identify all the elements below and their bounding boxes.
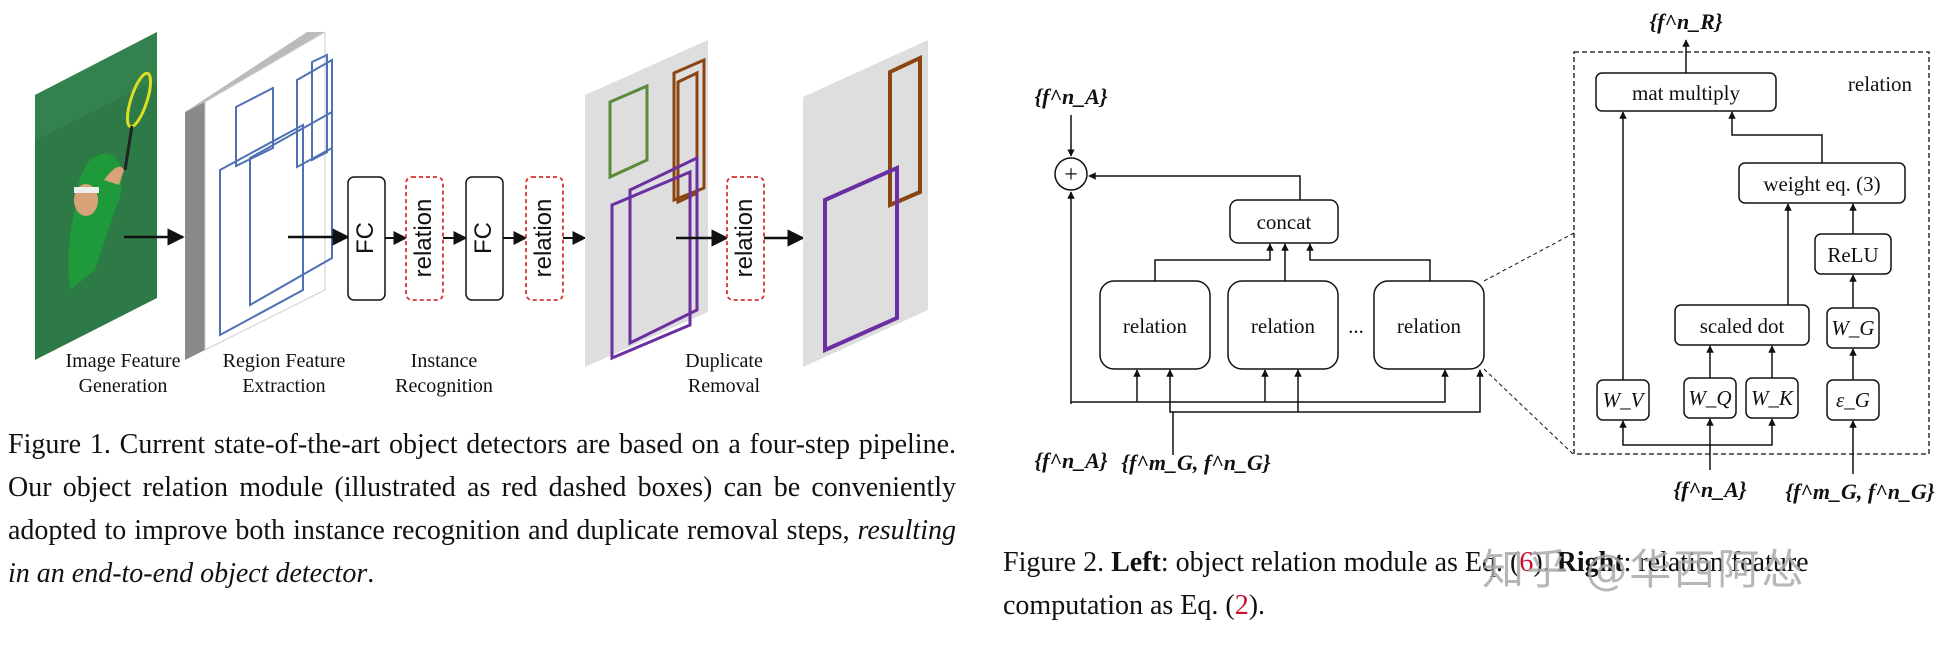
- relation-label: relation: [731, 199, 758, 278]
- weight-box: weight eq. (3): [1738, 162, 1906, 204]
- svg-text:W_K: W_K: [1751, 386, 1794, 410]
- fc-block-2: FC: [465, 176, 504, 301]
- caption-text: ).: [1248, 590, 1266, 621]
- svg-text:scaled dot: scaled dot: [1700, 314, 1785, 338]
- figure-2-right: {f^n_R} relation mat multiply weight eq.…: [1573, 9, 1935, 504]
- figure-2-left: {f^n_A} + concat relation relation ... r…: [1034, 84, 1575, 475]
- relation-block-1: relation: [405, 176, 444, 301]
- caption-text: Figure 1. Current state-of-the-art objec…: [8, 429, 956, 546]
- caption-bold: Right: [1556, 547, 1624, 578]
- relation-box-2: relation: [1227, 280, 1339, 370]
- step-label-line1: Region Feature: [223, 350, 346, 372]
- concat-box: concat: [1229, 199, 1339, 244]
- detection-image-1: [585, 40, 708, 367]
- feature-map: [185, 31, 333, 360]
- svg-text:mat multiply: mat multiply: [1632, 81, 1740, 105]
- wg-box: W_G: [1826, 307, 1880, 349]
- fA-input-label: {f^n_A}: [1673, 477, 1746, 502]
- caption-bold: Left: [1111, 547, 1161, 578]
- relation-block-2: relation: [525, 176, 564, 301]
- step-label-line2: Removal: [688, 375, 761, 397]
- fA-bottom-label: {f^n_A}: [1034, 448, 1107, 473]
- caption-text: ).: [1533, 547, 1557, 578]
- wk-box: W_K: [1745, 377, 1799, 419]
- svg-text:concat: concat: [1257, 210, 1312, 234]
- fc-label: FC: [352, 222, 379, 254]
- figure-1-caption: Figure 1. Current state-of-the-art objec…: [8, 423, 956, 595]
- relu-box: ReLU: [1814, 233, 1892, 275]
- step-label-line2: Generation: [79, 375, 168, 397]
- step-label-line1: Duplicate: [685, 350, 763, 372]
- relation-box-3: relation: [1373, 280, 1485, 370]
- svg-text:relation: relation: [1123, 314, 1188, 338]
- equation-ref-link: 6: [1519, 547, 1534, 578]
- mat-multiply-box: mat multiply: [1595, 72, 1777, 112]
- scaled-dot-box: scaled dot: [1674, 304, 1810, 346]
- ellipsis: ...: [1348, 314, 1364, 338]
- svg-text:W_V: W_V: [1603, 388, 1646, 412]
- step-label-line2: Extraction: [242, 375, 325, 397]
- equation-ref-link: 2: [1234, 590, 1249, 621]
- relation-block-3: relation: [726, 176, 765, 301]
- relation-label: relation: [410, 199, 437, 278]
- caption-text: : object relation module as Eq. (: [1160, 547, 1520, 578]
- wq-box: W_Q: [1683, 377, 1737, 419]
- sum-node: +: [1054, 157, 1088, 191]
- step-label-line1: Instance: [411, 350, 478, 372]
- svg-text:weight eq. (3): weight eq. (3): [1763, 172, 1880, 196]
- step-label-line2: Recognition: [395, 375, 493, 397]
- fG-bottom-label: {f^m_G, f^n_G}: [1121, 450, 1271, 475]
- figure-1: FC relation FC relation: [35, 31, 928, 397]
- svg-text:+: +: [1064, 162, 1078, 188]
- relation-title: relation: [1848, 72, 1913, 96]
- watermark: 知乎 @华西阿怂: [1482, 545, 1806, 594]
- caption-text: : relation feature computation as Eq. (: [1003, 547, 1809, 621]
- figure-2-caption: Figure 2. Left: object relation module a…: [1003, 541, 1943, 627]
- step-label-line1: Image Feature: [66, 350, 181, 372]
- svg-text:W_G: W_G: [1831, 316, 1874, 340]
- player-image: [35, 32, 157, 360]
- svg-text:relation: relation: [1251, 314, 1316, 338]
- relation-label: relation: [530, 199, 557, 278]
- eg-box: ε_G: [1826, 379, 1880, 421]
- fR-label: {f^n_R}: [1649, 9, 1722, 34]
- relation-box-1: relation: [1099, 280, 1211, 370]
- fA-top-label: {f^n_A}: [1034, 84, 1107, 109]
- svg-text:ReLU: ReLU: [1827, 243, 1878, 267]
- svg-text:W_Q: W_Q: [1688, 386, 1731, 410]
- caption-emphasis: resulting in an end-to-end object detect…: [8, 515, 956, 589]
- fc-label: FC: [470, 222, 497, 254]
- svg-text:ε_G: ε_G: [1836, 388, 1870, 412]
- detection-image-2: [803, 40, 928, 367]
- caption-label: Figure 2.: [1003, 547, 1105, 578]
- fG-input-label: {f^m_G, f^n_G}: [1785, 479, 1935, 504]
- caption-text: .: [367, 558, 375, 589]
- wv-box: W_V: [1596, 379, 1650, 421]
- fc-block-1: FC: [347, 176, 386, 301]
- svg-text:relation: relation: [1397, 314, 1462, 338]
